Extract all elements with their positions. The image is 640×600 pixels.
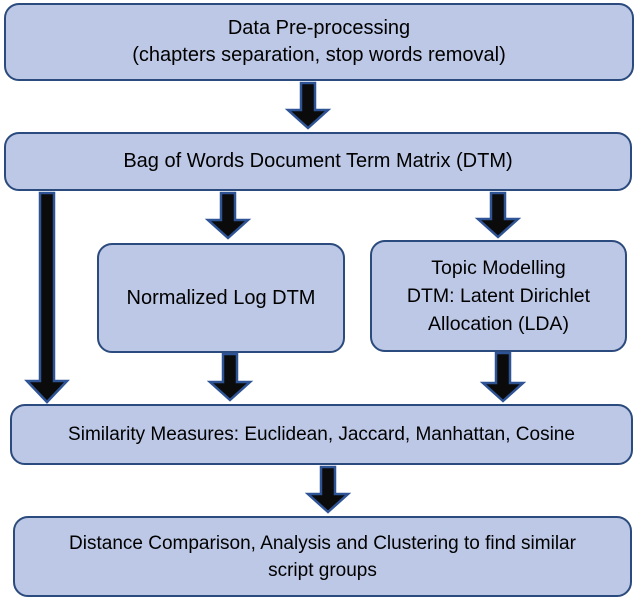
arrow-normalized-to-similarity-icon [206,352,254,402]
node-distance-line2: script groups [268,559,377,581]
arrow-similarity-to-distance-icon [304,465,352,514]
node-topic-line3: Allocation (LDA) [428,313,569,335]
node-topic-line1: Topic Modelling [431,257,566,279]
node-preprocessing: Data Pre-processing (chapters separation… [4,3,634,81]
node-preprocessing-line2: (chapters separation, stop words removal… [132,44,506,66]
arrow-topic-to-similarity-icon [479,351,527,403]
arrow-dtm-to-normalized-icon [204,191,252,240]
node-similarity-line1: Similarity Measures: Euclidean, Jaccard,… [68,424,575,445]
node-similarity: Similarity Measures: Euclidean, Jaccard,… [10,404,633,465]
node-normalized: Normalized Log DTM [97,243,345,353]
node-distance-line1: Distance Comparison, Analysis and Cluste… [69,532,576,554]
arrow-dtm-to-similarity-icon [24,191,70,404]
node-preprocessing-line1: Data Pre-processing [227,17,411,39]
node-dtm: Bag of Words Document Term Matrix (DTM) [4,132,632,191]
node-dtm-line1: Bag of Words Document Term Matrix (DTM) [123,150,513,172]
node-normalized-line1: Normalized Log DTM [126,286,316,309]
arrow-dtm-to-topic-icon [474,191,522,239]
node-distance: Distance Comparison, Analysis and Cluste… [13,516,632,597]
node-topic: Topic Modelling DTM: Latent Dirichlet Al… [370,240,627,352]
arrow-preprocessing-to-dtm-icon [284,81,332,130]
node-topic-line2: DTM: Latent Dirichlet [406,285,591,307]
